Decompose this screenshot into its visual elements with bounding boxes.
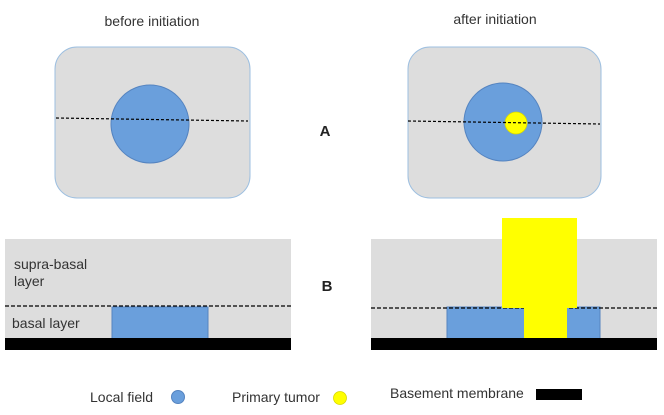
primary-tumor-cross-section [502, 218, 577, 308]
legend-primary-tumor-label: Primary tumor [232, 389, 320, 405]
panel-a-before [54, 46, 251, 199]
after-initiation-title: after initiation [453, 11, 536, 27]
before-initiation-title: before initiation [105, 13, 200, 29]
legend-local-field-label: Local field [90, 389, 153, 405]
cross-section-line-before [55, 117, 249, 122]
legend-basement-membrane-swatch [536, 389, 582, 400]
legend-primary-tumor-swatch [333, 391, 347, 405]
panel-b-before: supra-basal layer basal layer [5, 239, 291, 350]
legend: Local field Primary tumor Basement membr… [90, 385, 582, 405]
local-field-before [110, 84, 190, 164]
local-field-cross-section-before [111, 306, 209, 340]
panel-b-after [371, 218, 657, 350]
legend-local-field-swatch [171, 390, 185, 404]
panel-a-after [407, 46, 602, 199]
basal-layer-label: basal layer [12, 315, 80, 331]
supra-basal-label-line1: supra-basal [14, 256, 87, 272]
supra-basal-label-line2: layer [14, 273, 45, 289]
panel-label-a: A [320, 123, 331, 140]
local-field-cross-section-after [446, 306, 601, 340]
primary-tumor-basal-part [524, 307, 567, 339]
legend-basement-membrane-label: Basement membrane [390, 385, 524, 401]
basement-membrane-before [5, 338, 291, 350]
panel-label-b: B [322, 278, 333, 295]
cross-section-line-after [407, 120, 601, 125]
basement-membrane-after [371, 338, 657, 350]
